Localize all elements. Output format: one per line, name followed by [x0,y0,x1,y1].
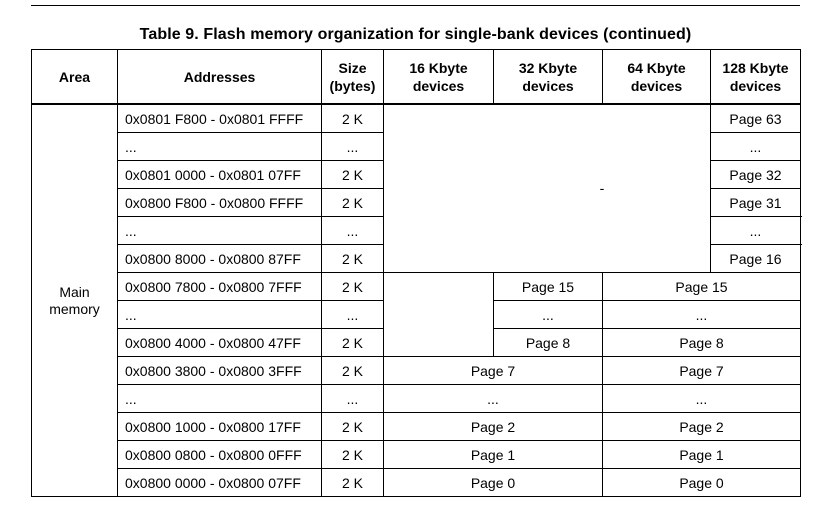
size-cell: 2 K [321,440,384,469]
page-cell-64k-128k: ... [602,300,801,329]
area-line1: Main [59,283,90,300]
no-page-cell: - [383,103,711,273]
size-cell: 2 K [321,468,384,497]
header-16k-line1: 16 Kbyte [409,59,468,76]
header-area: Area [31,49,118,105]
header-32k: 32 Kbyte devices [493,49,603,105]
address-cell: 0x0801 F800 - 0x0801 FFFF [117,103,322,133]
table-row: Main memory 0x0801 F800 - 0x0801 FFFF 2 … [31,103,801,497]
page-cell-16k-32k: Page 7 [383,356,603,385]
area-line2: memory [49,300,100,317]
size-cell: ... [321,300,384,329]
blank-16k-cell [383,272,494,357]
table-row: 0x0800 0000 - 0x0800 07FF 2 K Page 0 Pag… [32,468,801,497]
table-row: 0x0800 7800 - 0x0800 7FFF 2 K Page 15 Pa… [32,272,801,357]
header-128k-line2: devices [729,77,782,94]
table-row: 0x0801 0000 - 0x0801 07FF 2 K Page 32 [32,160,801,189]
header-64k-line1: 64 Kbyte [627,59,686,76]
page-cell-16k-32k: Page 1 [383,440,603,469]
address-cell: 0x0800 8000 - 0x0800 87FF [117,244,322,273]
page-cell-32k: Page 8 [493,328,603,357]
address-cell: 0x0800 0800 - 0x0800 0FFF [117,440,322,469]
address-cell: 0x0801 0000 - 0x0801 07FF [117,160,322,189]
header-32k-line1: 32 Kbyte [518,59,578,76]
page-cell-128k: Page 32 [710,160,801,189]
address-cell: ... [117,132,322,161]
size-cell: 2 K [321,160,384,189]
header-32k-line2: devices [522,77,574,94]
header-addresses: Addresses [117,49,322,105]
page-cell-32k: Page 15 [493,272,603,301]
page-cell-32k: ... [493,300,603,329]
table-row: ... ... ... ... [32,384,801,413]
header-16k-line2: devices [412,77,465,94]
table-row: 0x0800 3800 - 0x0800 3FFF 2 K Page 7 Pag… [32,356,801,385]
table-row: 0x0800 1000 - 0x0800 17FF 2 K Page 2 Pag… [32,412,801,441]
size-cell: ... [321,384,384,413]
address-cell: 0x0800 7800 - 0x0800 7FFF [117,272,322,301]
page-cell-64k-128k: Page 7 [602,356,801,385]
page-cell-64k-128k: Page 0 [602,468,801,497]
header-128k-line1: 128 Kbyte [722,59,789,76]
header-size: Size (bytes) [321,49,384,105]
page-cell-64k-128k: Page 2 [602,412,801,441]
table-caption: Table 9. Flash memory organization for s… [139,26,692,43]
table-row: 0x0800 0800 - 0x0800 0FFF 2 K Page 1 Pag… [32,440,801,469]
address-cell: ... [117,384,322,413]
header-row: Area Addresses Size (bytes) 16 Kbyte dev… [31,49,801,105]
area-cell: Main memory [31,103,118,497]
page-cell-64k-128k: Page 31 [710,188,801,217]
page-cell-64k-128k: Page 16 [710,244,801,273]
no-page-dash: - [599,179,605,196]
address-cell: ... [117,300,322,329]
size-cell: 2 K [321,328,384,357]
address-cell: 0x0800 3800 - 0x0800 3FFF [117,356,322,385]
header-16k: 16 Kbyte devices [383,49,494,105]
header-size-line2: (bytes) [329,77,376,94]
address-cell: ... [117,216,322,245]
page-cell-128k: ... [710,132,801,161]
page-cell-16k-32k: ... [383,384,603,413]
page-cell-16k-32k: Page 0 [383,468,603,497]
address-cell: 0x0800 0000 - 0x0800 07FF [117,468,322,497]
header-64k: 64 Kbyte devices [602,49,711,105]
size-cell: 2 K [321,188,384,217]
page-cell-64k-128k: Page 8 [602,328,801,357]
size-cell: 2 K [321,412,384,441]
address-cell: 0x0800 1000 - 0x0800 17FF [117,412,322,441]
size-cell: 2 K [321,103,384,133]
table-row: ... ... ... [32,132,801,161]
page-cell-64k-128k: Page 1 [602,440,801,469]
page-cell-64k-128k: ... [710,216,801,245]
page-cell-128k: Page 63 [710,103,801,133]
size-cell: ... [321,216,384,245]
address-cell: 0x0800 4000 - 0x0800 47FF [117,328,322,357]
table-row: ... ... ... ... [32,300,801,329]
flash-memory-table: Area Addresses Size (bytes) 16 Kbyte dev… [31,49,801,497]
header-size-line1: Size [338,59,367,76]
size-cell: 2 K [321,356,384,385]
page-cell-64k-128k: Page 15 [602,272,801,301]
page-cell-16k-32k: Page 2 [383,412,603,441]
size-cell: ... [321,132,384,161]
address-cell: 0x0800 F800 - 0x0800 FFFF [117,188,322,217]
size-cell: 2 K [321,272,384,301]
size-cell: 2 K [321,244,384,273]
top-rule [31,5,800,6]
header-128k: 128 Kbyte devices [710,49,801,105]
page-cell-64k-128k: ... [602,384,801,413]
header-64k-line2: devices [630,77,683,94]
